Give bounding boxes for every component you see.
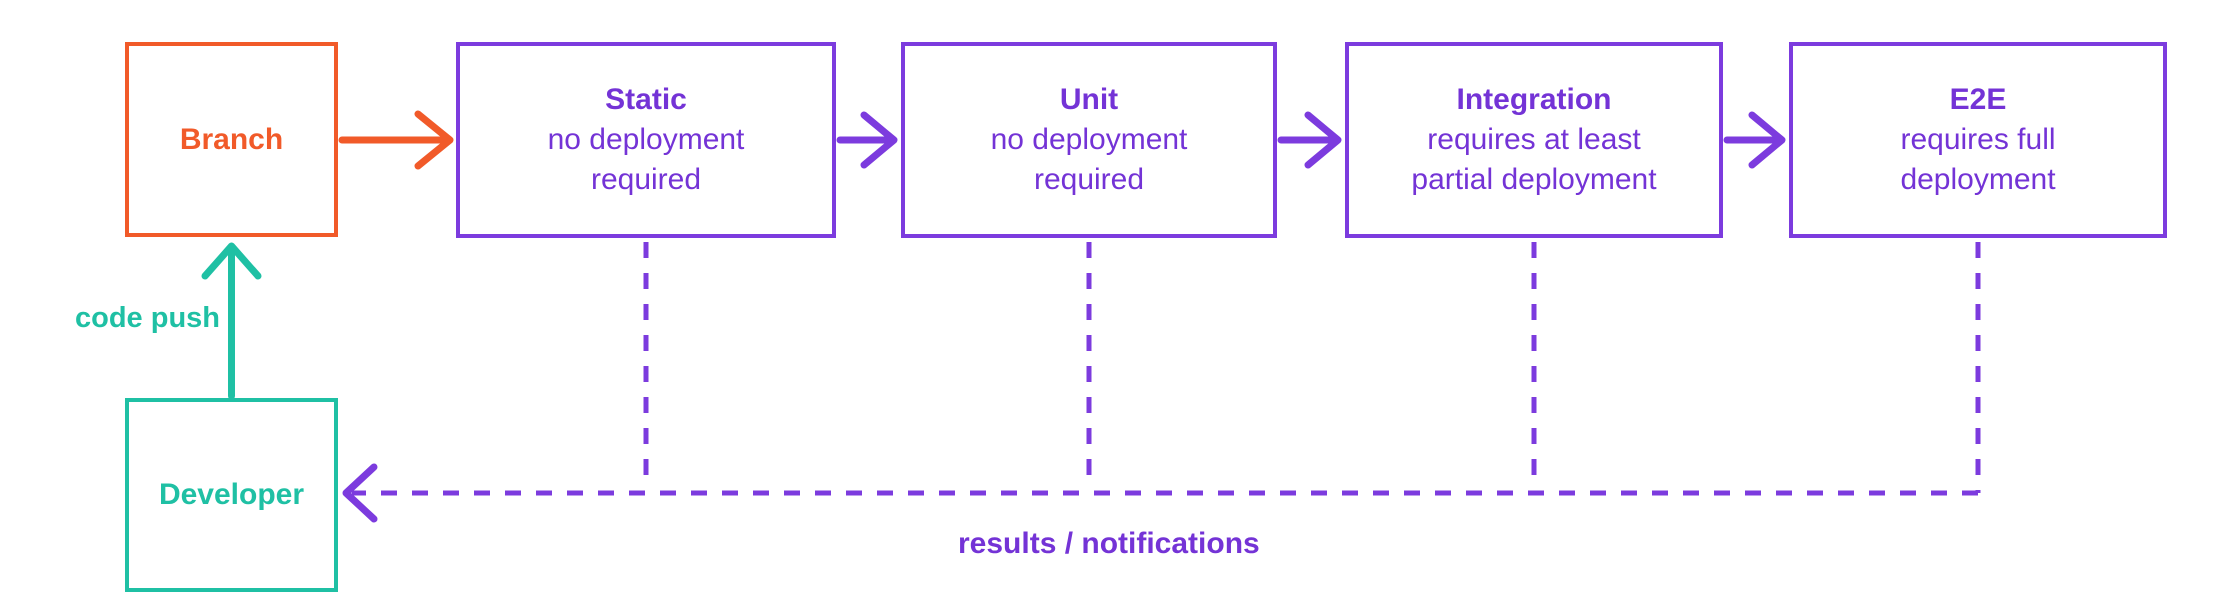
- arrow-unit-to-integration: [1277, 111, 1342, 169]
- arrow-developer-to-branch: [201, 242, 262, 400]
- arrow-head-icon: [414, 110, 454, 170]
- arrow-static-to-unit: [836, 111, 898, 169]
- arrow-head-icon: [342, 463, 378, 523]
- node-static-line1: no deployment: [547, 123, 745, 156]
- arrow-integration-to-e2e: [1723, 111, 1786, 169]
- node-e2e-title: E2E: [1949, 83, 2007, 116]
- node-unit-line1: no deployment: [990, 123, 1188, 156]
- node-e2e-line1: requires full: [1900, 123, 2056, 156]
- node-integration-title: Integration: [1456, 83, 1612, 116]
- node-static-title: Static: [605, 83, 687, 116]
- node-integration: Integration requires at least partial de…: [1345, 42, 1723, 238]
- arrow-head-icon: [201, 242, 262, 280]
- node-branch: Branch: [125, 42, 338, 237]
- node-unit-line2: required: [1033, 163, 1145, 196]
- node-static: Static no deployment required: [456, 42, 836, 238]
- node-unit-title: Unit: [1059, 83, 1119, 116]
- node-static-line2: required: [590, 163, 702, 196]
- node-unit: Unit no deployment required: [901, 42, 1277, 238]
- code-push-label: code push: [74, 302, 220, 334]
- node-developer: Developer: [125, 398, 338, 592]
- node-e2e-line2: deployment: [1900, 163, 2056, 196]
- arrow-head-icon: [860, 111, 898, 169]
- dashed-arrow-results-to-developer: [342, 463, 1978, 523]
- node-branch-title: Branch: [179, 122, 284, 156]
- node-integration-line2: partial deployment: [1411, 163, 1657, 196]
- arrow-head-icon: [1304, 111, 1342, 169]
- results-notifications-label: results / notifications: [958, 527, 1260, 560]
- node-integration-line1: requires at least: [1427, 123, 1641, 156]
- arrow-branch-to-static: [338, 110, 454, 170]
- node-developer-title: Developer: [158, 478, 305, 511]
- arrow-head-icon: [1748, 111, 1786, 169]
- node-e2e: E2E requires full deployment: [1789, 42, 2167, 238]
